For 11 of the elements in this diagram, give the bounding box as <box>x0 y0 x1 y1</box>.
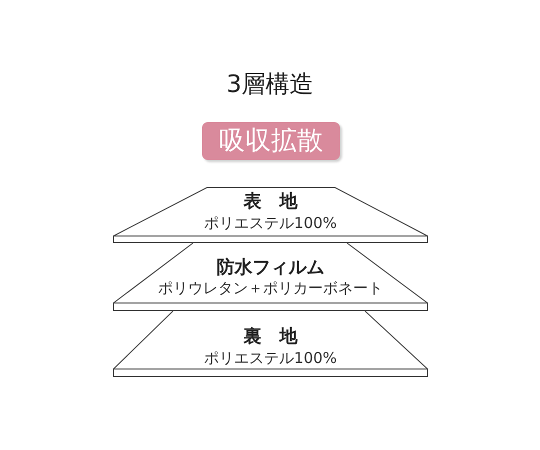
material-text: ポリエステル100% <box>204 214 337 232</box>
layer-plate <box>113 311 428 377</box>
layer-name: 防水フィルム <box>216 257 324 279</box>
layer-name: 裏 地 <box>244 326 298 348</box>
material-text: ポリウレタン＋ポリカーボネート <box>158 279 383 297</box>
feature-tag: 吸収拡散 <box>202 122 340 160</box>
title: 3層構造 <box>226 70 314 98</box>
layer-plate <box>113 243 428 311</box>
layer-name: 表 地 <box>244 191 298 213</box>
layer-plate <box>113 187 428 243</box>
material-text: ポリエステル100% <box>204 349 337 367</box>
